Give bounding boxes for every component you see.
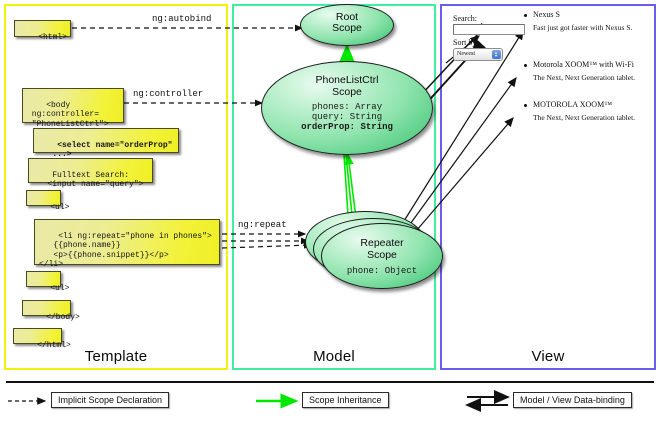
legend-label-scope-inheritance: Scope Inheritance	[309, 395, 382, 405]
bullet-icon	[524, 104, 527, 107]
scope-repeater-title-line2: Scope	[367, 249, 397, 261]
code-text-body-close: </body>	[46, 312, 80, 322]
legend-double-arrow-icon	[465, 390, 510, 412]
phone-name: Nexus S	[533, 10, 560, 19]
phone-name: MOTOROLA XOOM™	[533, 100, 613, 109]
scope-root-title-line1: Root	[335, 11, 359, 23]
edge-label-ng-repeat: ng:repeat	[238, 220, 287, 230]
edge-label-ng-controller: ng:controller	[133, 89, 204, 99]
edge-label-ng-autobind: ng:autobind	[152, 14, 212, 24]
code-box-fulltext-search[interactable]: Fulltext Search: <input name="query">	[28, 158, 153, 189]
search-input[interactable]	[453, 24, 525, 35]
legend-item-model-view-data-binding[interactable]: Model / View Data-binding	[513, 392, 632, 408]
phone-snippet: The Next, Next Generation tablet.	[533, 73, 636, 82]
code-box-li-ngrepeat[interactable]: <li ng:repeat="phone in phones"> {{phone…	[34, 219, 220, 269]
scope-root-title-line2: Scope	[332, 22, 362, 34]
scope-phonelistctrl-title-line2: Scope	[332, 86, 362, 98]
phone-snippet: The Next, Next Generation tablet.	[533, 113, 636, 122]
sort-by-selected-value: Newest	[457, 51, 475, 57]
bullet-icon	[524, 64, 527, 67]
chevron-updown-icon	[492, 50, 501, 59]
bullet-icon	[524, 14, 527, 17]
code-text-ul-close: <ul>	[50, 283, 70, 293]
code-text-li-ngrepeat: <li ng:repeat="phone in phones"> {{phone…	[39, 231, 212, 270]
code-box-select-orderprop[interactable]: <select name="orderProp" ...>	[33, 128, 179, 159]
code-box-html-open[interactable]: <html>	[14, 20, 71, 42]
legend-label-model-view-data-binding: Model / View Data-binding	[520, 395, 625, 405]
code-text-html-open: <html>	[38, 32, 68, 42]
scope-root[interactable]: Root Scope	[300, 4, 394, 46]
legend-item-implicit-scope-declaration[interactable]: Implicit Scope Declaration	[51, 392, 170, 408]
code-box-ul-open[interactable]: <ul>	[26, 190, 69, 212]
column-label-view: View	[531, 348, 565, 365]
search-label: Search:	[453, 14, 477, 23]
sort-by-select[interactable]: Newest	[453, 48, 503, 61]
scope-repeater-prop-phone: phone: Object	[346, 266, 418, 276]
code-text-body-controller: <body ng:controller= "PhoneListCtrl">	[31, 100, 109, 129]
code-box-ul-close[interactable]: <ul>	[26, 271, 69, 293]
legend-divider	[6, 381, 654, 383]
scope-phonelistctrl-prop-phones: phones: Array	[311, 102, 383, 112]
code-box-body-controller[interactable]: <body ng:controller= "PhoneListCtrl">	[22, 88, 124, 129]
column-label-model: Model	[313, 348, 355, 365]
scope-phonelistctrl-prop-orderprop: orderProp: String	[301, 122, 393, 132]
scope-phonelistctrl[interactable]: PhoneListCtrl Scope phones: Array query:…	[261, 61, 433, 155]
column-label-template: Template	[84, 348, 148, 365]
legend-label-implicit-scope-declaration: Implicit Scope Declaration	[58, 395, 163, 405]
scope-phonelistctrl-prop-query: query: String	[311, 112, 383, 122]
scope-repeater[interactable]: Repeater Scope phone: Object	[321, 223, 443, 289]
code-text-html-close: </html>	[37, 340, 71, 350]
scope-phonelistctrl-title-line1: PhoneListCtrl	[315, 74, 379, 86]
column-model: Model	[232, 4, 436, 370]
code-box-body-close[interactable]: </body>	[22, 300, 80, 322]
code-text-fulltext-search: Fulltext Search: <input name="query">	[47, 170, 144, 190]
sort-by-label: Sort by:	[453, 38, 479, 47]
phone-name: Motorola XOOM™ with Wi-Fi	[533, 60, 634, 69]
legend-item-scope-inheritance[interactable]: Scope Inheritance	[302, 392, 389, 408]
code-text-ul-open: <ul>	[50, 202, 70, 212]
scope-repeater-title-line1: Repeater	[360, 237, 404, 249]
phone-snippet: Fast just got faster with Nexus S.	[533, 23, 633, 32]
code-text-select-orderprop: <select name="orderProp" ...>	[52, 140, 173, 160]
code-box-html-close[interactable]: </html>	[13, 328, 71, 350]
